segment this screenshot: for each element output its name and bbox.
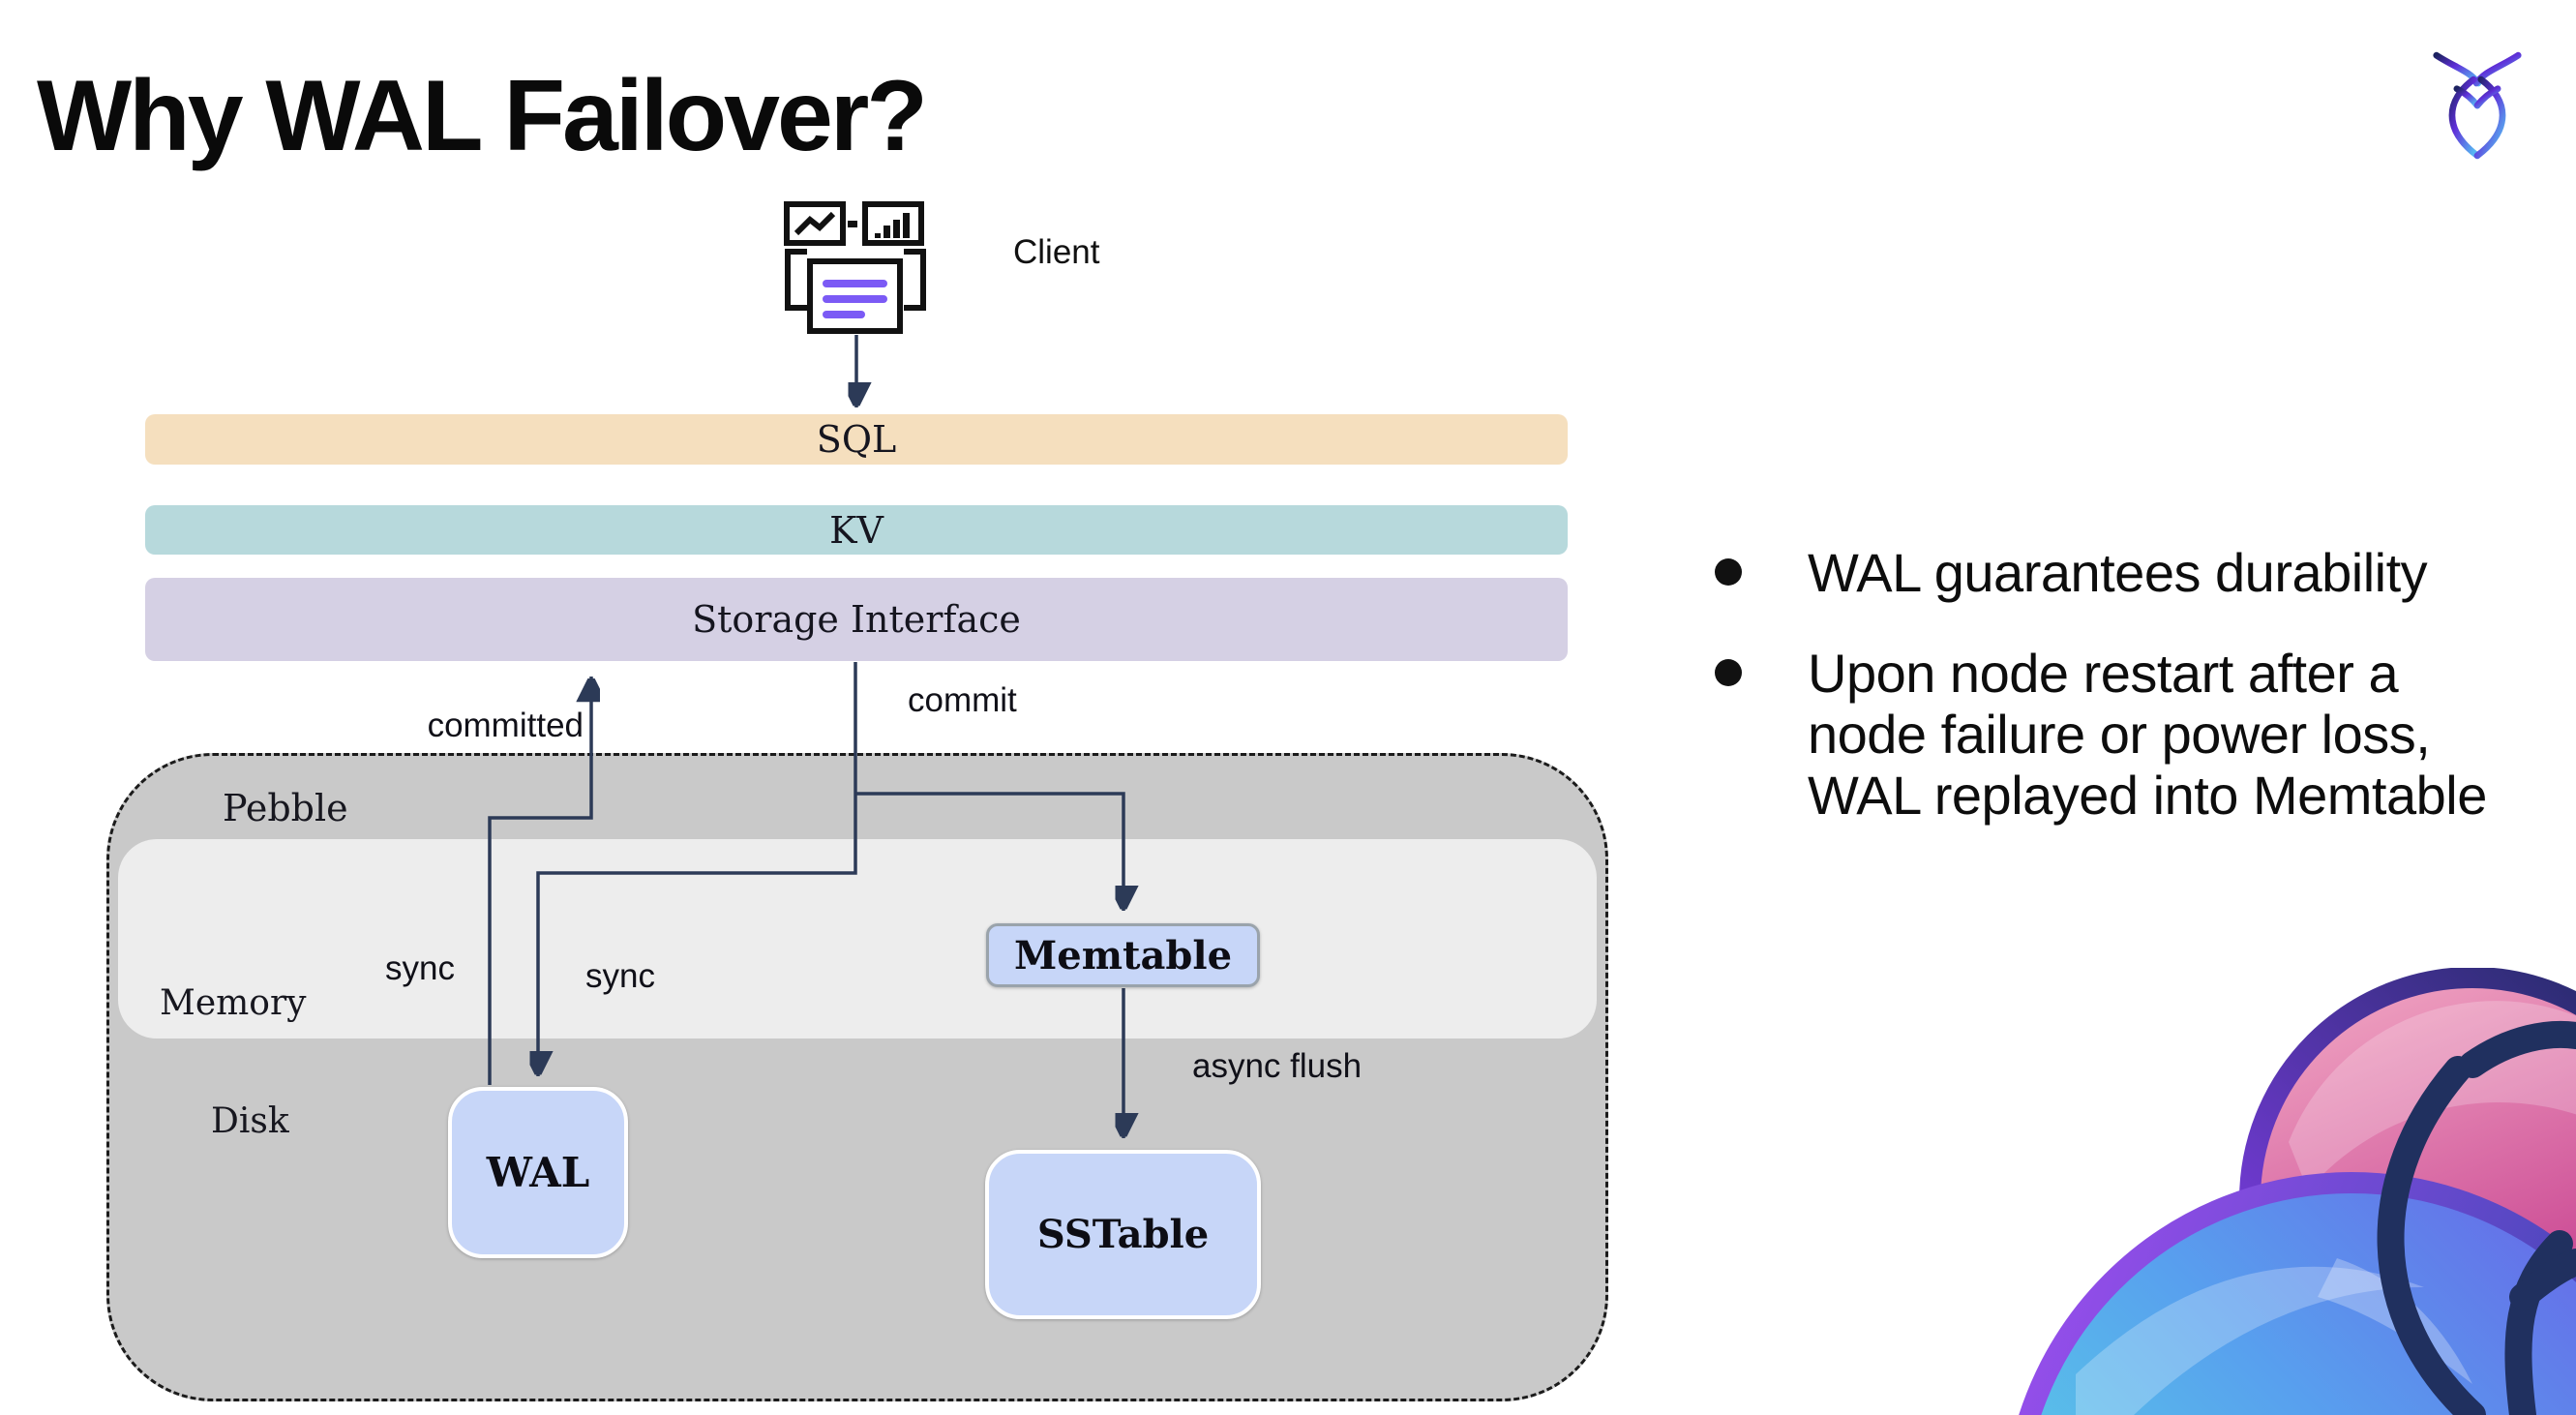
async-flush-label: async flush (1192, 1047, 1363, 1085)
sync-label-left: sync (385, 949, 455, 987)
sstable-label: SSTable (1036, 1212, 1210, 1257)
sql-layer-bar: SQL (145, 414, 1568, 465)
page-title: Why WAL Failover? (37, 60, 928, 172)
brand-art (2019, 968, 2576, 1415)
memtable-box: Memtable (986, 923, 1260, 987)
sstable-box: SSTable (985, 1150, 1261, 1319)
client-label: Client (1013, 233, 1100, 271)
committed-label: committed (427, 707, 584, 744)
bar-chart-icon (862, 201, 924, 246)
bullet-list: WAL guarantees durability Upon node rest… (1701, 542, 2572, 826)
wal-box: WAL (448, 1087, 628, 1258)
brand-navy-leaf (2377, 1020, 2576, 1415)
bullet-item: WAL guarantees durability (1701, 542, 2572, 603)
dash-connector (848, 221, 857, 227)
memtable-label: Memtable (1013, 932, 1233, 978)
bullet-text: WAL guarantees durability (1808, 542, 2428, 603)
bullet-dot (1715, 558, 1742, 586)
sync-label-right: sync (585, 957, 655, 995)
bullet-dot (1715, 659, 1742, 686)
kv-layer-label: KV (829, 508, 884, 552)
disk-label: Disk (211, 1101, 289, 1141)
bullet-text: Upon node restart after a node failure o… (1808, 643, 2487, 826)
memory-band (118, 839, 1597, 1039)
memory-label: Memory (160, 983, 307, 1023)
client-icon (784, 201, 926, 334)
wal-label: WAL (486, 1149, 590, 1196)
document-icon (785, 249, 926, 334)
cockroachdb-logo-icon (2433, 51, 2522, 160)
kv-layer-bar: KV (145, 505, 1568, 555)
commit-label: commit (908, 681, 1017, 719)
storage-interface-bar: Storage Interface (145, 578, 1568, 661)
storage-interface-label: Storage Interface (692, 598, 1021, 641)
pebble-label: Pebble (223, 787, 348, 829)
line-chart-icon (784, 201, 846, 246)
sql-layer-label: SQL (816, 418, 897, 461)
bullet-item: Upon node restart after a node failure o… (1701, 643, 2572, 826)
